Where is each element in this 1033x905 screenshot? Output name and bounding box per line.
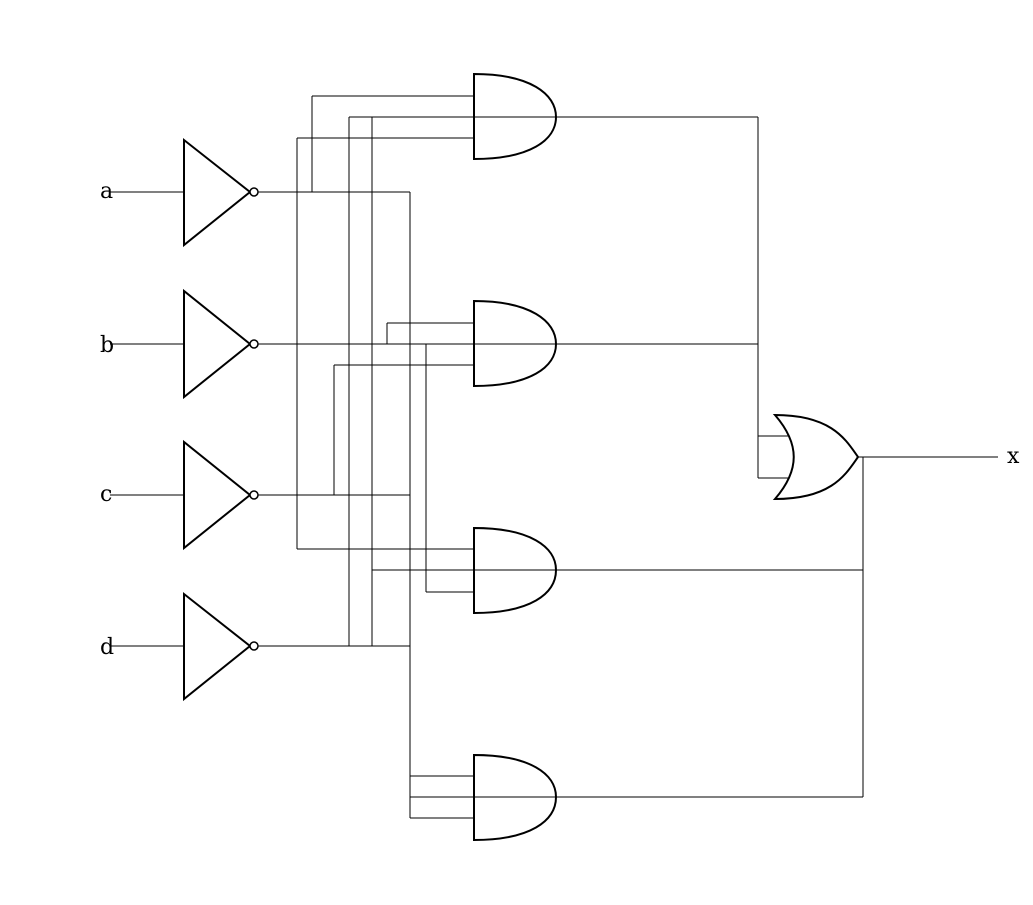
input-label-c: c xyxy=(100,482,112,507)
and-input-stubs xyxy=(474,116,560,798)
input-label-a: a xyxy=(100,179,113,204)
input-label-d: d xyxy=(100,635,114,660)
not-gate-c xyxy=(183,439,259,551)
input-wires xyxy=(110,191,184,647)
input-label-b: b xyxy=(100,333,114,358)
not-gate-a xyxy=(183,137,259,248)
output-label-x: x xyxy=(1007,444,1020,469)
or-gate xyxy=(772,413,860,501)
not-gate-b xyxy=(183,288,259,400)
not-gate-d xyxy=(183,591,259,702)
interconnect-wires xyxy=(258,95,998,819)
